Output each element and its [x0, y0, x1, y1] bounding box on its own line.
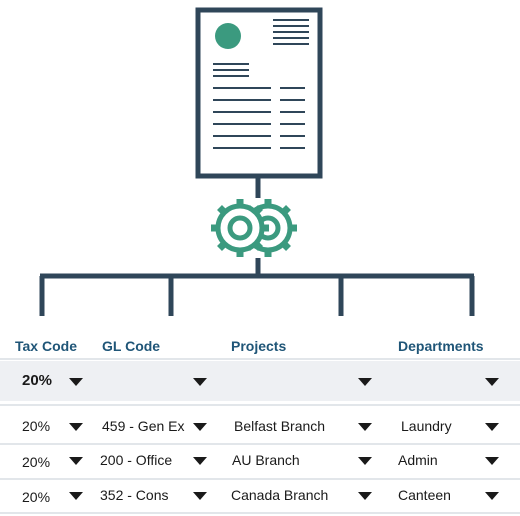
tax-code-value: 20% — [22, 454, 51, 470]
tax-code-value: 20% — [22, 489, 51, 505]
table-row: 20% 459 - Gen Ex Belfast Branch Laundry — [0, 408, 520, 442]
tax-code-dropdown[interactable] — [69, 457, 83, 465]
header-divider — [0, 358, 520, 360]
table-row: 20% 352 - Cons Canada Branch Canteen — [0, 480, 520, 514]
row-divider — [0, 478, 520, 480]
column-header-departments: Departments — [398, 338, 484, 354]
project-dropdown[interactable] — [358, 492, 372, 500]
document-icon — [195, 7, 323, 179]
gl-code-value: 459 - Gen Ex — [102, 418, 185, 434]
column-header-tax-code: Tax Code — [15, 338, 77, 354]
gears-icon — [211, 199, 297, 257]
bulk-gl-code-dropdown[interactable] — [193, 378, 207, 386]
tax-code-value: 20% — [22, 418, 51, 434]
project-value: Canada Branch — [231, 487, 329, 503]
column-header-gl-code: GL Code — [102, 338, 161, 354]
row-divider — [0, 443, 520, 445]
department-dropdown[interactable] — [485, 423, 499, 431]
column-header-projects: Projects — [231, 338, 287, 354]
gl-code-value: 352 - Cons — [100, 487, 169, 503]
tax-code-dropdown[interactable] — [69, 492, 83, 500]
gl-code-dropdown[interactable] — [193, 492, 207, 500]
department-dropdown[interactable] — [485, 457, 499, 465]
department-dropdown[interactable] — [485, 492, 499, 500]
department-value: Canteen — [398, 487, 451, 503]
gl-code-dropdown[interactable] — [193, 457, 207, 465]
project-dropdown[interactable] — [358, 457, 372, 465]
gl-code-value: 200 - Office — [100, 452, 173, 468]
bulk-apply-row: 20% — [0, 361, 520, 401]
bulk-tax-code-dropdown[interactable] — [69, 378, 83, 386]
department-value: Admin — [398, 452, 438, 468]
bulk-departments-dropdown[interactable] — [485, 378, 499, 386]
row-divider — [0, 512, 520, 514]
gl-code-dropdown[interactable] — [193, 423, 207, 431]
branch-connector — [39, 258, 475, 316]
tax-code-dropdown[interactable] — [69, 423, 83, 431]
project-dropdown[interactable] — [358, 423, 372, 431]
bulk-tax-code-value: 20% — [22, 372, 53, 389]
project-value: Belfast Branch — [234, 418, 326, 434]
bulk-projects-dropdown[interactable] — [358, 378, 372, 386]
department-value: Laundry — [401, 418, 452, 434]
project-value: AU Branch — [232, 452, 300, 468]
bulk-row-divider — [0, 404, 520, 406]
illustration — [39, 7, 475, 316]
table-row: 20% 200 - Office AU Branch Admin — [0, 445, 520, 477]
